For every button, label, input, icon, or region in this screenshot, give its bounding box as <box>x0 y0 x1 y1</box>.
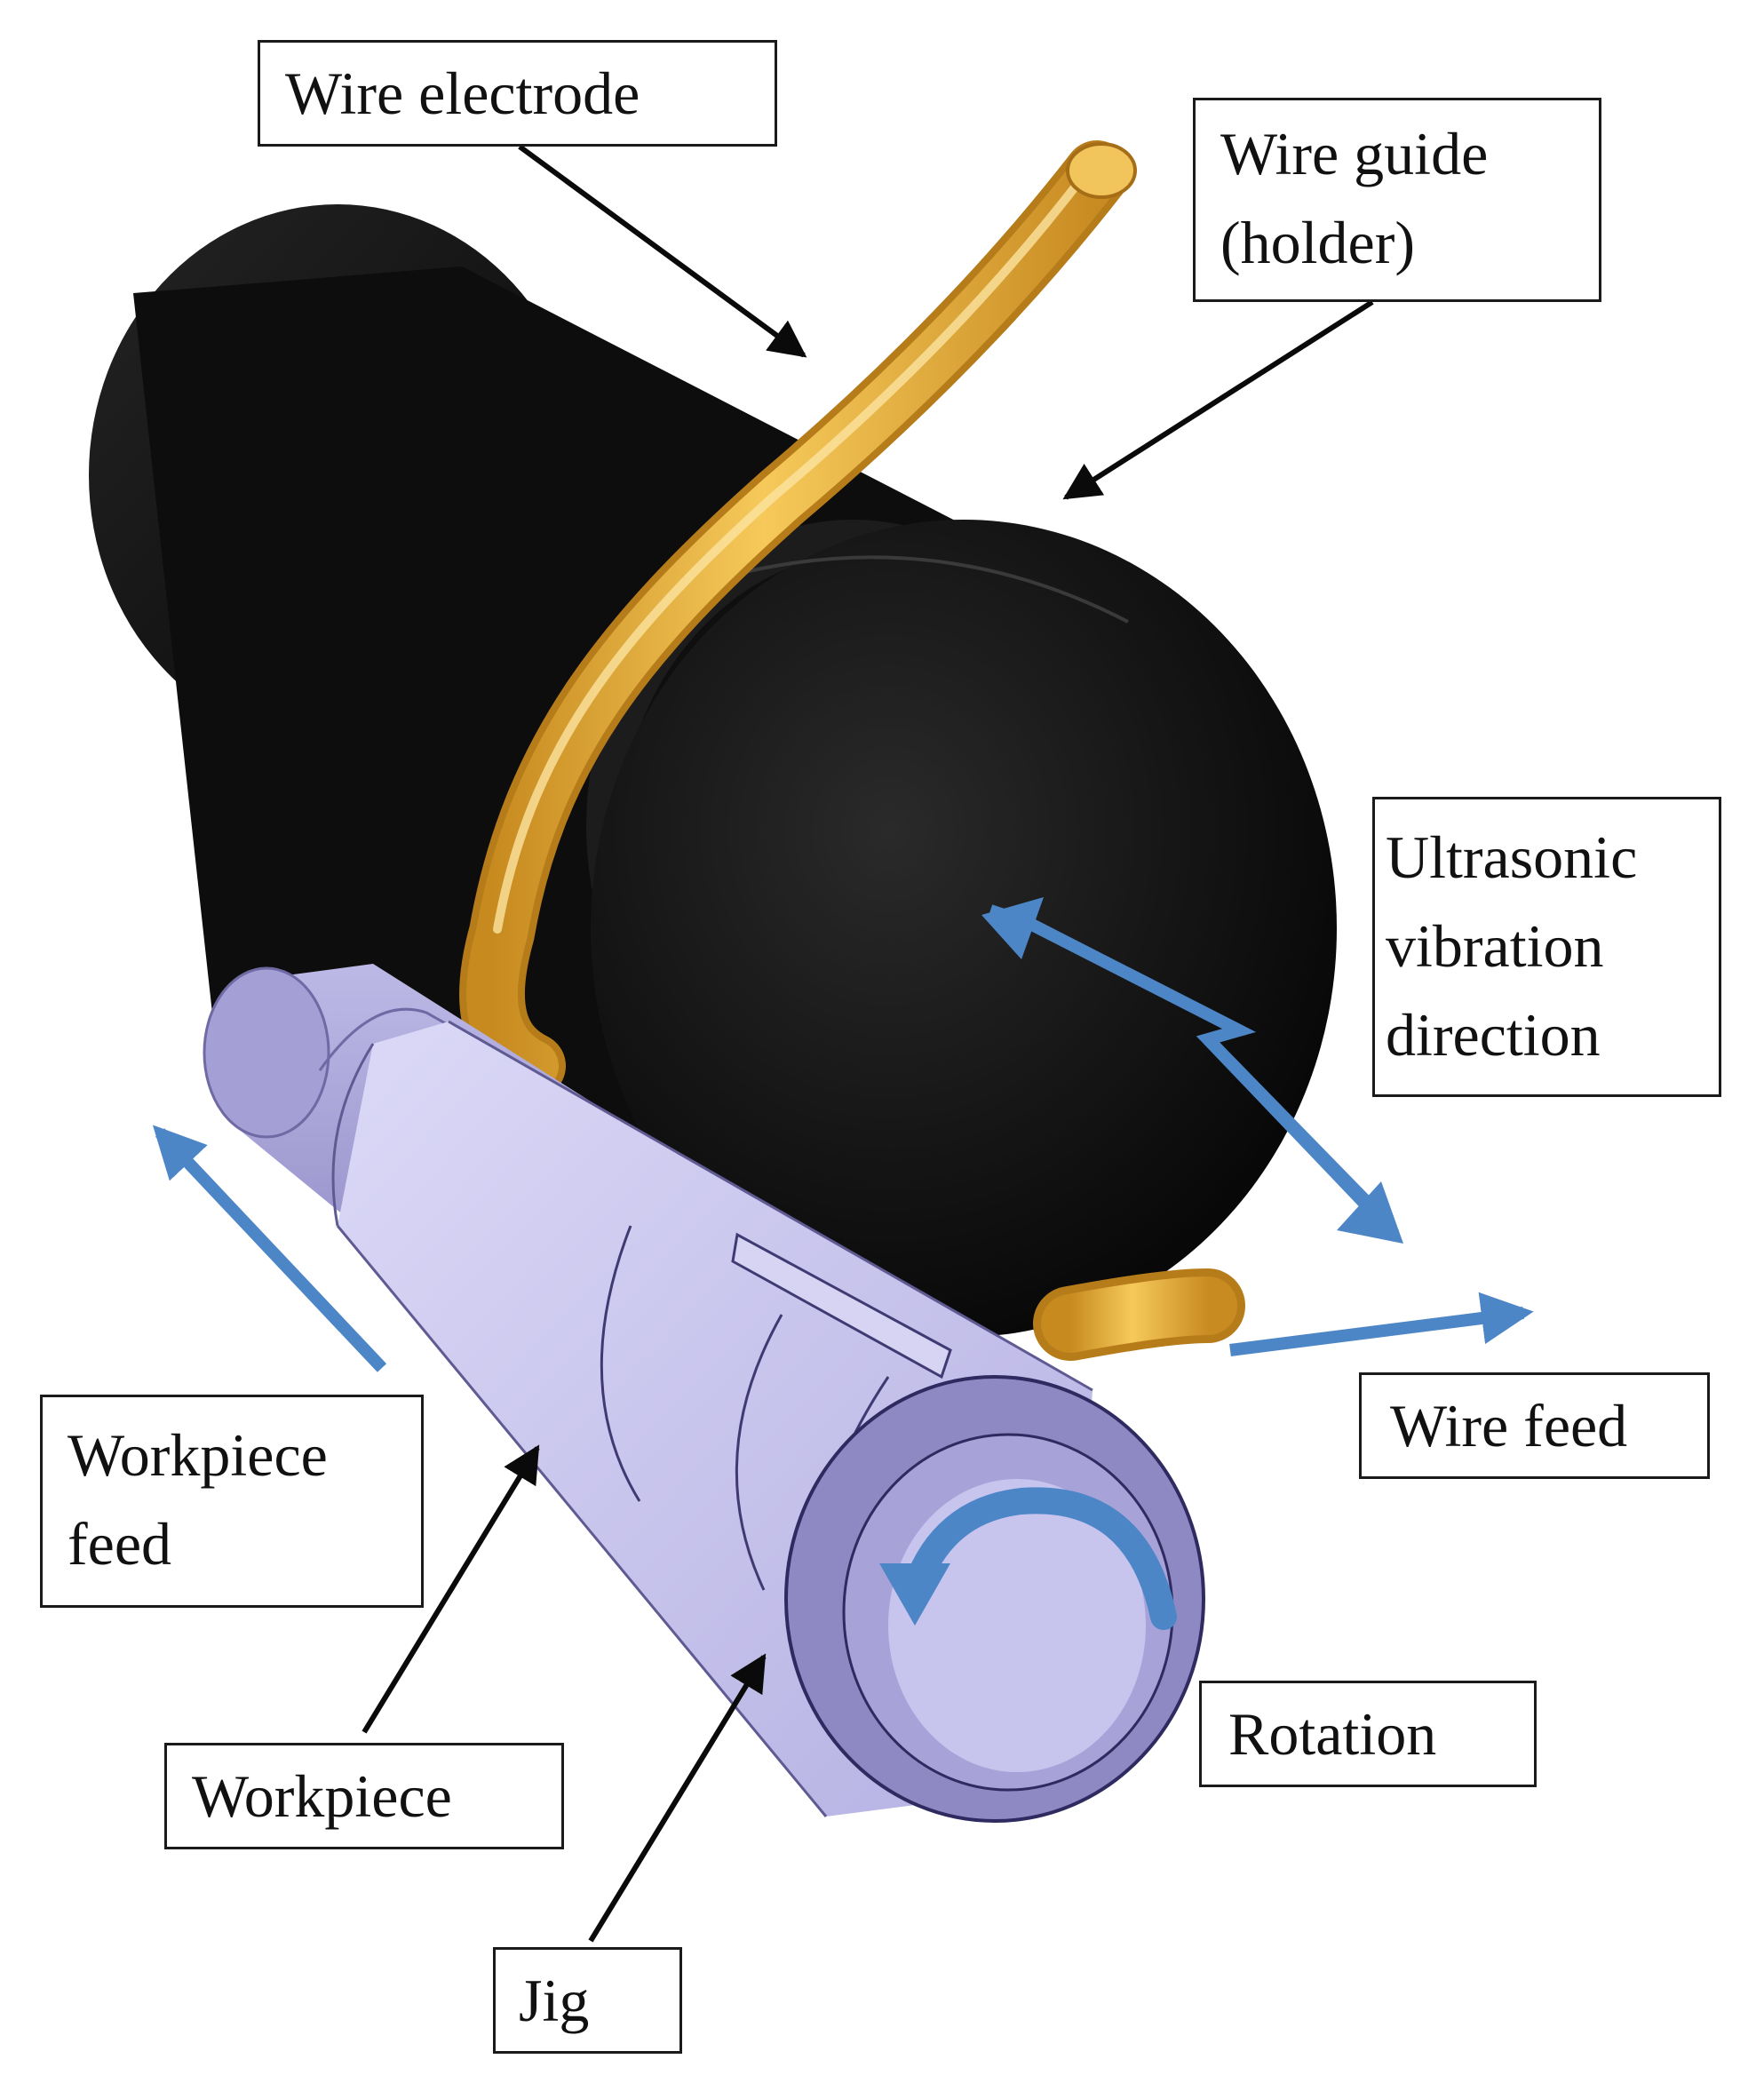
label-text: vibration <box>1386 912 1604 980</box>
label-wire-guide: Wire guide (holder) <box>1193 98 1601 302</box>
label-rotation: Rotation <box>1199 1681 1537 1787</box>
label-wire-electrode: Wire electrode <box>258 40 777 147</box>
label-text: feed <box>68 1510 172 1578</box>
label-workpiece: Workpiece <box>164 1743 564 1849</box>
pointer-arrow-icon <box>362 144 1374 1943</box>
rotation-arrow-icon <box>879 1487 1177 1630</box>
workpiece-feed-arrow-icon <box>152 1125 387 1372</box>
label-text: Rotation <box>1228 1700 1437 1768</box>
label-text: Wire guide <box>1220 120 1489 187</box>
label-ultrasonic-vibration-direction: Ultrasonic vibration direction <box>1372 797 1721 1097</box>
label-text: Wire electrode <box>285 60 640 127</box>
wire-feed-arrow-icon <box>1229 1292 1534 1356</box>
label-text: Ultrasonic <box>1386 823 1638 891</box>
label-text: Jig <box>519 1967 590 2034</box>
label-wire-feed: Wire feed <box>1359 1372 1710 1479</box>
label-text: Workpiece <box>68 1421 328 1489</box>
jig <box>331 1020 1205 1823</box>
label-text: (holder) <box>1220 209 1416 276</box>
zigzag-vibration-arrow-icon <box>981 897 1403 1244</box>
label-text: direction <box>1386 1001 1601 1069</box>
label-workpiece-feed: Workpiece feed <box>40 1395 424 1608</box>
label-text: Wire feed <box>1390 1392 1628 1459</box>
label-text: Workpiece <box>192 1762 452 1830</box>
wire-electrode <box>459 140 1245 1361</box>
label-jig: Jig <box>493 1947 682 2054</box>
wire-guide-body <box>89 204 1337 1337</box>
